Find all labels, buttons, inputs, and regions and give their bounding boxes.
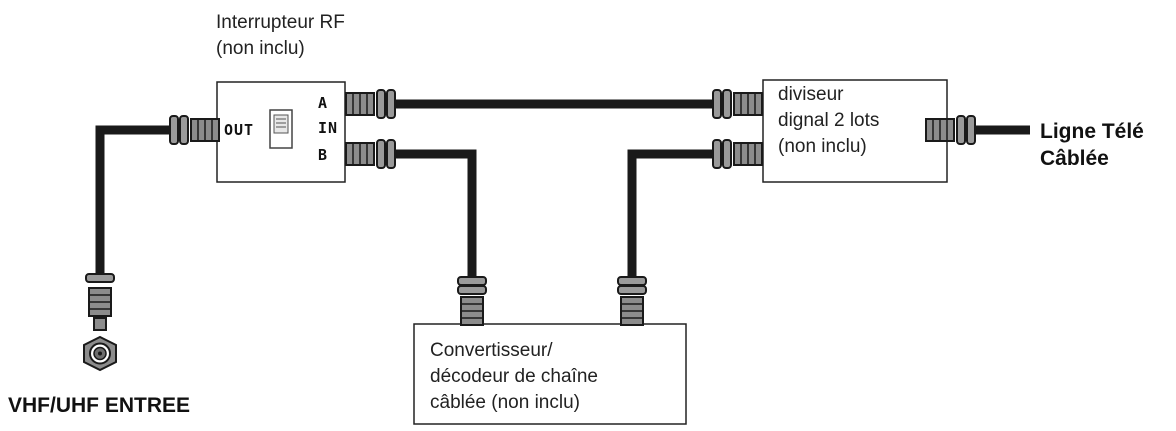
cable-splitter-to-converter [627, 149, 720, 283]
rf-switch-title: Interrupteur RF (non inclu) [216, 10, 345, 62]
connector-a [345, 89, 396, 119]
splitter-label: diviseur dignal 2 lots (non inclu) [778, 82, 879, 160]
converter-box [413, 323, 687, 425]
connector-out [169, 115, 220, 145]
port-b-label: B [318, 146, 329, 164]
rf-switch-title-line1: Interrupteur RF [216, 12, 345, 33]
splitter-box [762, 79, 948, 183]
converter-label: Convertisseur/ décodeur de chaîne câblée… [430, 338, 598, 416]
converter-label-line3: câblée (non inclu) [430, 392, 580, 413]
splitter-label-line1: diviseur [778, 84, 844, 105]
toggle-switch-icon [269, 109, 293, 149]
connector-splitter-lower [712, 139, 763, 169]
converter-label-line1: Convertisseur/ [430, 340, 553, 361]
connector-b [345, 139, 396, 169]
antenna-input-connector [85, 273, 115, 331]
converter-label-line2: décodeur de chaîne [430, 366, 598, 387]
connector-converter-right [617, 276, 647, 326]
cable-tv-label-line1: Ligne Télé [1040, 120, 1144, 143]
coax-jack-icon [83, 335, 117, 372]
cable-tv-label-line2: Câblée [1040, 147, 1109, 170]
port-out-label: OUT [224, 121, 255, 139]
cable-out-to-antenna [95, 125, 180, 275]
cable-b-to-converter [390, 149, 477, 283]
port-a-label: A [318, 94, 329, 112]
connector-splitter-input [925, 115, 976, 145]
splitter-label-line2: dignal 2 lots [778, 110, 880, 131]
cables [95, 99, 1030, 283]
antenna-input-label: VHF/UHF ENTREE [8, 394, 191, 417]
splitter-label-line3: (non inclu) [778, 136, 867, 157]
cable-tv-label: Ligne Télé Câblée [1040, 118, 1144, 172]
connector-converter-left [457, 276, 487, 326]
rf-switch-title-line2: (non inclu) [216, 38, 305, 59]
connector-splitter-upper [712, 89, 763, 119]
port-in-label: IN [318, 119, 339, 137]
